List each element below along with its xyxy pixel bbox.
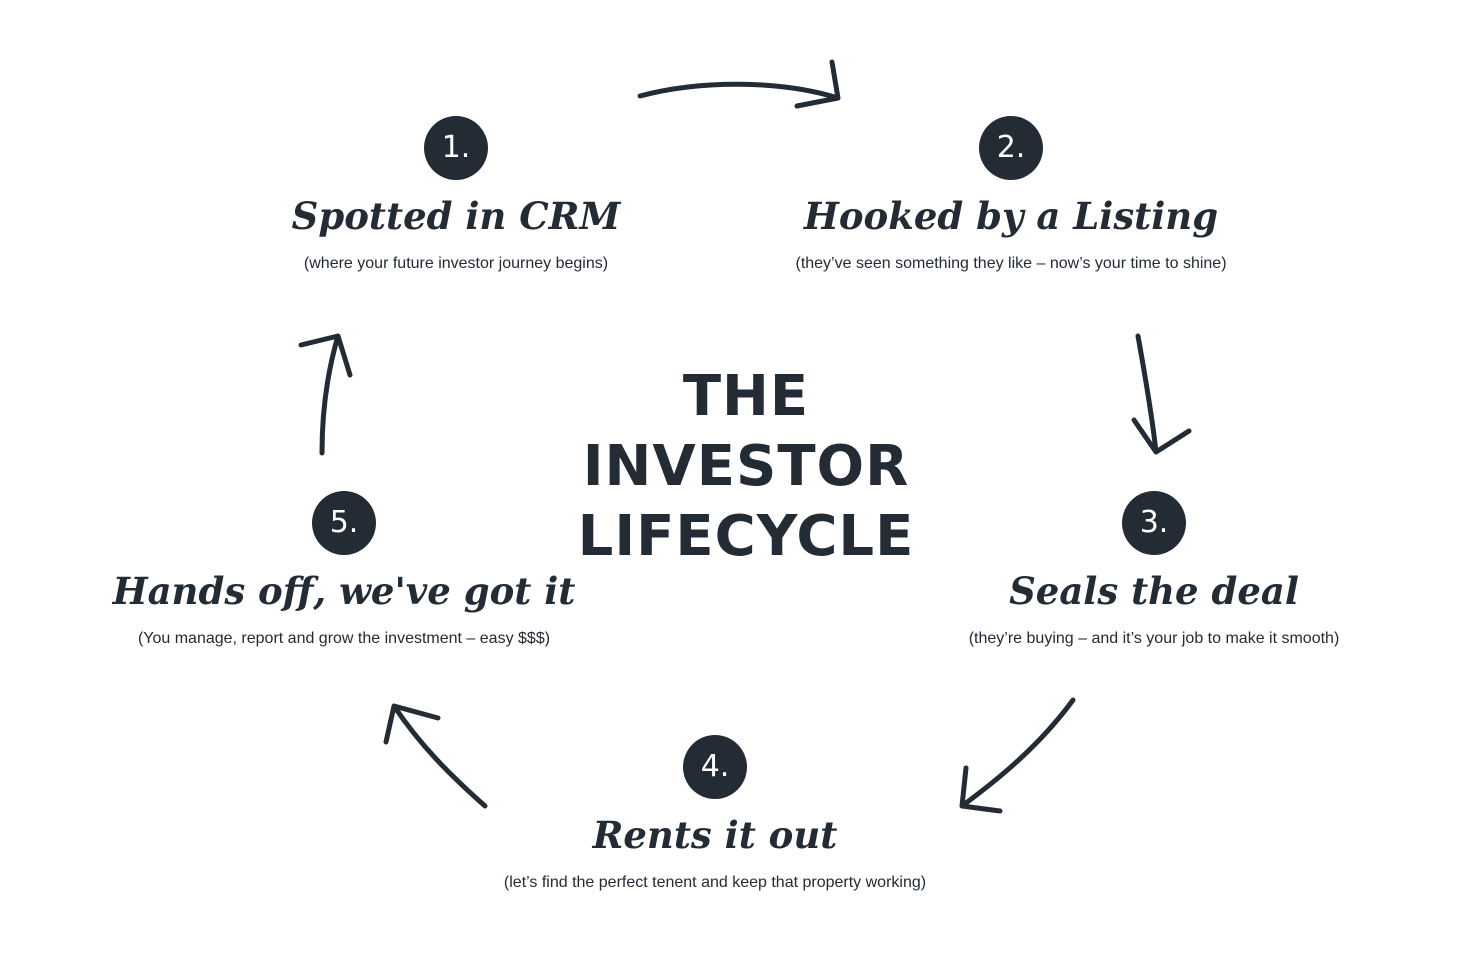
lifecycle-title: THE INVESTOR LIFECYCLE: [546, 362, 946, 572]
step-number-badge: 3.: [1122, 491, 1186, 555]
step-title: Rents it out: [592, 813, 838, 857]
step-title: Spotted in CRM: [291, 194, 621, 238]
step-5: 5. Hands off, we've got it (You manage, …: [44, 491, 644, 649]
step-1: 1. Spotted in CRM (where your future inv…: [156, 116, 756, 274]
step-2: 2. Hooked by a Listing (they’ve seen som…: [711, 116, 1311, 274]
step-title: Hands off, we've got it: [112, 569, 576, 613]
arrow-step3-to-step4: [959, 697, 1076, 814]
step-3: 3. Seals the deal (they’re buying – and …: [854, 491, 1454, 649]
title-line-3: LIFECYCLE: [577, 504, 915, 569]
arrow-step5-to-step1: [298, 333, 353, 456]
step-subtitle: (let’s find the perfect tenent and keep …: [503, 874, 927, 891]
step-title: Seals the deal: [1009, 569, 1299, 613]
step-number-badge: 4.: [683, 735, 747, 799]
step-number-badge: 2.: [979, 116, 1043, 180]
step-number-badge: 5.: [312, 491, 376, 555]
step-subtitle: (they’re buying – and it’s your job to m…: [968, 630, 1340, 647]
step-subtitle: (where your future investor journey begi…: [303, 255, 609, 272]
step-4: 4. Rents it out (let’s find the perfect …: [415, 735, 1015, 893]
step-subtitle: (they’ve seen something they like – now’…: [795, 255, 1227, 272]
title-line-1: THE: [682, 364, 810, 429]
arrow-step1-to-step2: [637, 59, 841, 109]
step-number-badge: 1.: [424, 116, 488, 180]
arrow-step4-to-step5: [383, 703, 488, 809]
title-line-2: INVESTOR: [582, 434, 910, 499]
step-title: Hooked by a Listing: [803, 194, 1219, 238]
arrow-step2-to-step3: [1131, 333, 1192, 455]
step-subtitle: (You manage, report and grow the investm…: [137, 630, 551, 647]
